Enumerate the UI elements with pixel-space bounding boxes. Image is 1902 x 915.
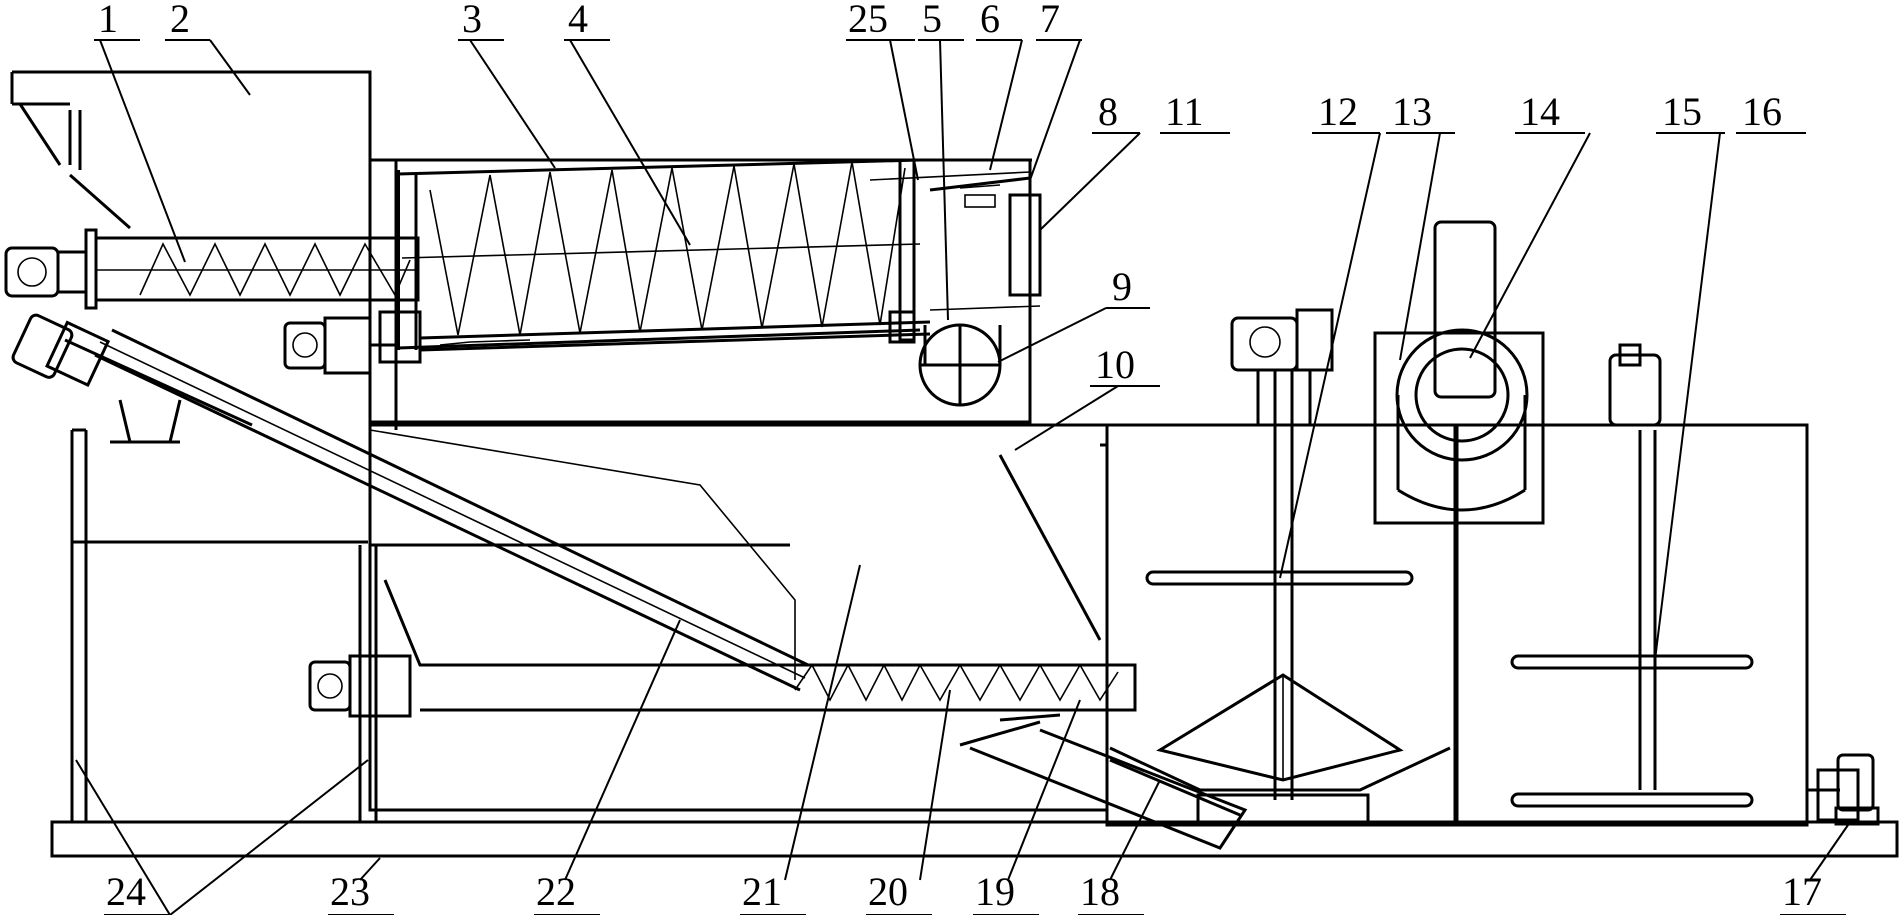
part-label-5: 5 [922,0,942,41]
part-label-13: 13 [1392,89,1432,134]
part-label-22: 22 [536,869,576,914]
part-label-4: 4 [568,0,588,41]
part-label-15: 15 [1662,89,1702,134]
feed-hopper [10,70,372,230]
bottom-screw-conveyor [308,579,1137,747]
part-label-6: 6 [980,0,1000,41]
leader-lines [75,39,1849,915]
inclined-screw-conveyor [11,313,809,692]
mixing-tank-right [1455,343,1880,827]
base-frame [50,428,1899,858]
cyclone-separator [1373,220,1545,525]
part-label-12: 12 [1318,89,1358,134]
part-label-2: 2 [170,0,190,41]
part-label-21: 21 [742,869,782,914]
feed-screw-conveyor [4,228,420,310]
part-label-10: 10 [1095,342,1135,387]
part-label-11: 11 [1165,89,1204,134]
part-label-8: 8 [1098,89,1118,134]
part-label-25: 25 [848,0,888,41]
part-label-18: 18 [1080,869,1120,914]
part-label-7: 7 [1040,0,1060,41]
part-label-24: 24 [106,869,146,914]
lower-settling-tank [368,423,1109,812]
blower-fan [918,323,1002,407]
part-label-16: 16 [1742,89,1782,134]
part-label-3: 3 [462,0,482,41]
part-label-9: 9 [1112,264,1132,309]
screw-drum [283,158,1042,375]
part-labels: 1 2 3 4 25 5 6 7 8 9 10 11 12 13 14 15 1… [98,0,1822,914]
part-label-14: 14 [1520,89,1560,134]
discharge-chute [969,728,1248,850]
part-label-1: 1 [98,0,118,41]
part-label-20: 20 [868,869,908,914]
part-label-17: 17 [1782,869,1822,914]
